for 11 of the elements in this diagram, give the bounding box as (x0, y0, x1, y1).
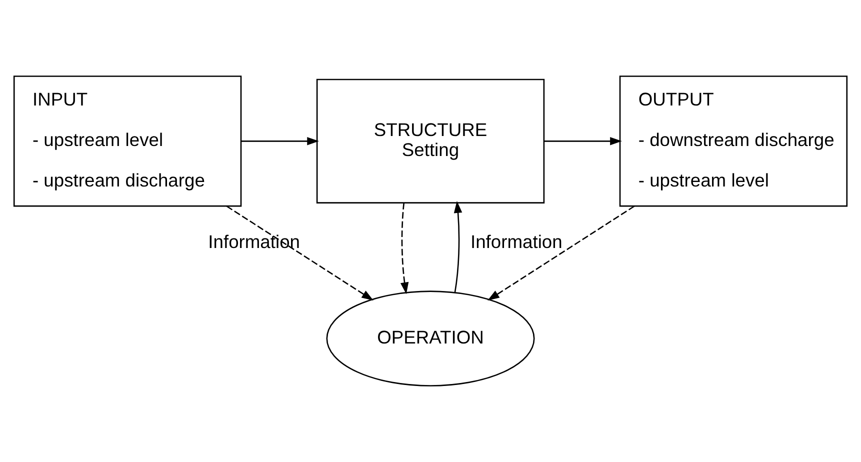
node-box: INPUT - upstream level - upstream discharge (13, 76, 242, 207)
arrow (400, 202, 409, 294)
edge-label: Information (470, 230, 562, 252)
arrow (241, 137, 319, 146)
edge-label: Information (208, 230, 300, 252)
node-box: STRUCTURE Setting (316, 78, 545, 204)
node-box: OUTPUT - downstream discharge - upstream level (619, 76, 848, 207)
arrow (544, 137, 622, 146)
arrow (226, 206, 374, 301)
arrow (488, 206, 635, 301)
arrow (454, 201, 462, 292)
